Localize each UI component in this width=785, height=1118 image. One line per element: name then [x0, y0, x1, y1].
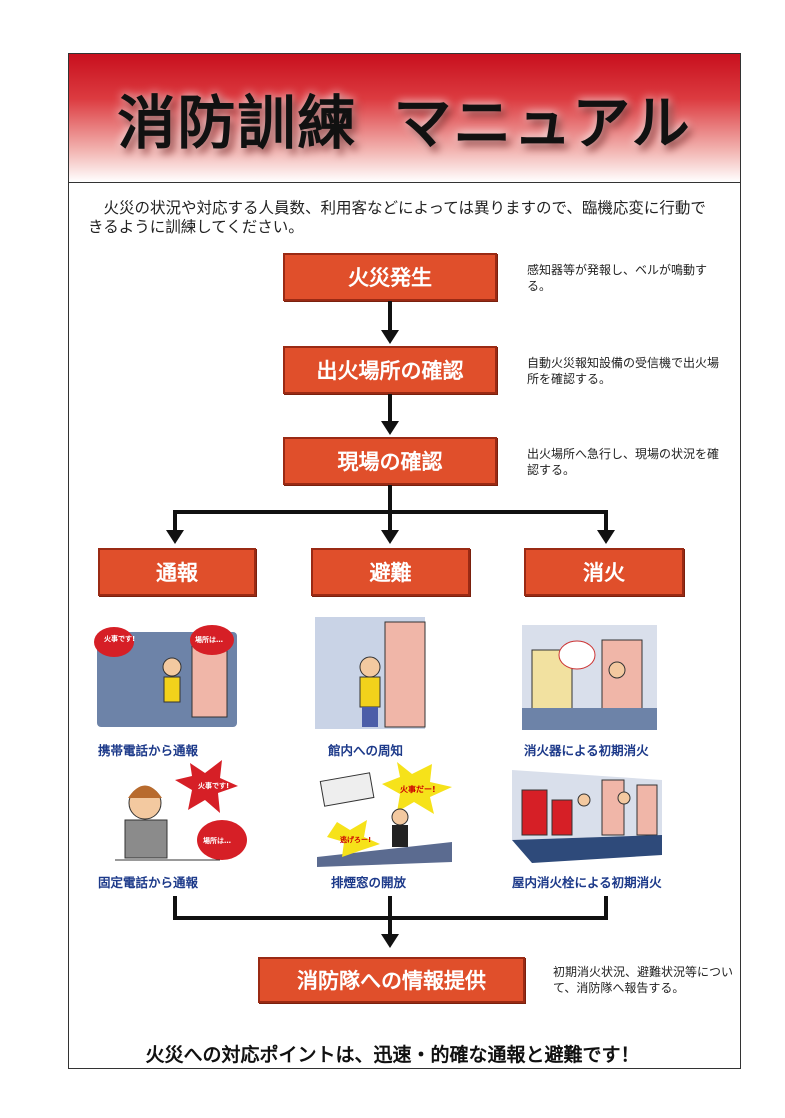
extinguisher-illustration	[522, 625, 657, 730]
header-banner: 消防訓練マニュアル	[69, 54, 740, 183]
caption-mobile-report: 携帯電話から通報	[98, 743, 199, 758]
bubble-text: 火事です!	[198, 781, 229, 790]
caption-landline-report: 固定電話から通報	[98, 875, 199, 890]
caption-smoke-window: 排煙窓の開放	[331, 875, 407, 890]
step-confirm-scene-desc: 出火場所へ急行し、現場の状況を確認する。	[527, 447, 720, 477]
building-announcement-illustration	[315, 617, 426, 729]
caption-announcement: 館内への周知	[328, 743, 404, 758]
arrow-down-icon	[597, 530, 615, 544]
step-fire-outbreak: 火災発生	[283, 253, 497, 301]
branch-extinguish: 消火	[524, 548, 684, 596]
page-title: 消防訓練マニュアル	[117, 76, 691, 160]
mobile-phone-report-illustration: 火事です! 場所は…	[94, 625, 237, 727]
arrow-down-icon	[381, 934, 399, 948]
landline-report-illustration: 火事です! 場所は…	[115, 760, 247, 861]
arrow-down-icon	[381, 330, 399, 344]
branch-line	[388, 485, 392, 531]
branch-evacuate: 避難	[311, 548, 470, 596]
arrow-line	[388, 301, 392, 333]
title-kanji: 消防訓練	[117, 89, 358, 157]
bubble-text: 逃げろー!	[340, 835, 371, 844]
smoke-window-illustration: 火事だー! 逃げろー!	[317, 762, 452, 867]
join-line	[173, 916, 608, 920]
join-line	[173, 896, 177, 920]
branch-report: 通報	[98, 548, 256, 596]
caption-fire-hydrant: 屋内消火栓による初期消火	[512, 875, 662, 890]
step-confirm-location-desc: 自動火災報知設備の受信機で出火場所を確認する。	[527, 356, 720, 386]
join-line	[604, 896, 608, 920]
arrow-down-icon	[381, 421, 399, 435]
fire-hydrant-illustration	[512, 770, 662, 863]
step-confirm-location: 出火場所の確認	[283, 346, 497, 394]
footer-key-point: 火災への対応ポイントは、迅速・的確な通報と避難です！	[145, 1044, 640, 1066]
poster-frame: 消防訓練マニュアル	[68, 53, 741, 1069]
bubble-text: 火事だー!	[400, 784, 436, 794]
title-kana: マニュアル	[393, 89, 692, 157]
branch-line	[604, 510, 608, 532]
bubble-text: 火事です!	[104, 634, 135, 643]
step-report-desc: 初期消火状況、避難状況等について、消防隊へ報告する。	[553, 965, 734, 995]
step-report-to-firefighters: 消防隊への情報提供	[258, 957, 525, 1003]
step-fire-outbreak-desc: 感知器等が発報し、ベルが鳴動する。	[527, 263, 708, 293]
caption-extinguisher: 消火器による初期消火	[524, 743, 649, 758]
branch-line	[173, 510, 608, 514]
arrow-down-icon	[166, 530, 184, 544]
branch-line	[173, 510, 177, 532]
arrow-line	[388, 394, 392, 424]
bubble-text: 場所は…	[195, 635, 223, 644]
arrow-down-icon	[381, 530, 399, 544]
step-confirm-scene: 現場の確認	[283, 437, 497, 485]
intro-text: 火災の状況や対応する人員数、利用客などによっては異りますので、臨機応変に行動でき…	[88, 199, 706, 236]
bubble-text: 場所は…	[203, 836, 231, 845]
